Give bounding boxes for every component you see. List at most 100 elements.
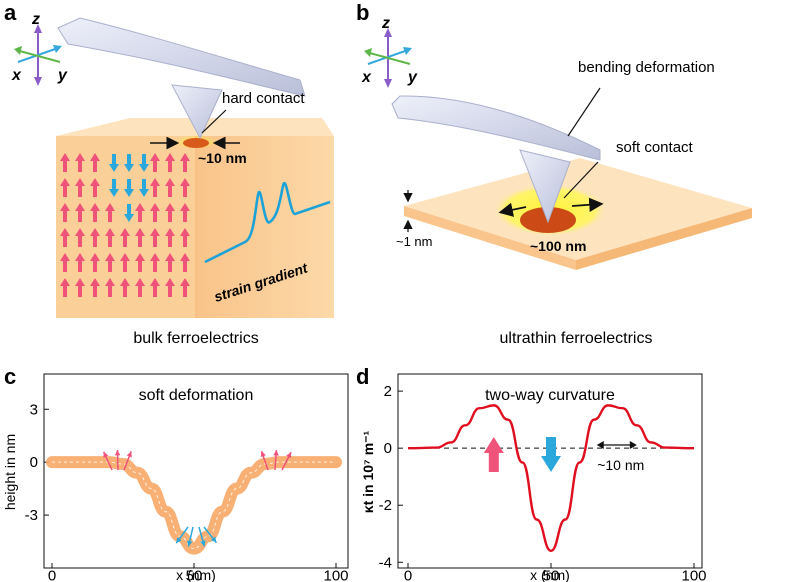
polarization-up-arrow xyxy=(150,153,160,172)
tip-a xyxy=(171,84,223,140)
curvature-line xyxy=(407,404,695,553)
polarization-up-arrow xyxy=(180,153,190,172)
polarization-up-arrow xyxy=(105,203,115,222)
soft-contact-label: soft contact xyxy=(616,139,694,156)
chart-d-ylabel: κt in 10⁷ m⁻¹ xyxy=(360,430,376,513)
panel-letter-d: d xyxy=(356,364,369,389)
polarization-down-arrow xyxy=(124,204,134,222)
polarization-up-arrow xyxy=(60,178,70,197)
chart-c-xlabel: x (nm) xyxy=(176,567,216,582)
polarization-up-arrow xyxy=(60,253,70,272)
polarization-up-arrow xyxy=(75,203,85,222)
strain-gradient-curve xyxy=(204,181,331,264)
caption-a: bulk ferroelectrics xyxy=(133,330,258,347)
hard-contact-spot xyxy=(183,138,209,148)
tip-b xyxy=(519,149,571,224)
plot-frame-d xyxy=(397,373,703,569)
panel-letter-c: c xyxy=(4,364,16,389)
x-tick-label: 50 xyxy=(186,567,203,582)
axis-gizmo-b: z x y xyxy=(361,15,418,88)
axis-y-label-b: y xyxy=(407,69,418,86)
normal-arrowhead xyxy=(114,450,121,456)
axis-z-label-b: z xyxy=(381,15,390,32)
x-tick-label: 100 xyxy=(681,567,706,582)
axis-gizmo-a: z x y xyxy=(11,11,68,86)
contact-size-a: ~10 nm xyxy=(198,150,247,166)
polarization-up-arrow xyxy=(75,153,85,172)
normal-arrowhead xyxy=(200,540,206,547)
cube-front-right xyxy=(196,136,334,318)
polarization-up-arrow xyxy=(75,228,85,247)
polarization-up-arrow xyxy=(120,253,130,272)
y-tick-label: 3 xyxy=(30,401,38,418)
y-tick-label: 0 xyxy=(30,454,38,471)
x-tick-label: 0 xyxy=(404,567,412,582)
chart-c-ylabel: height in nm xyxy=(2,434,18,510)
polarization-up-arrow xyxy=(150,178,160,197)
chart-c-title: soft deformation xyxy=(139,387,254,404)
axis-x-label-b: x xyxy=(361,69,372,86)
polarization-up-arrow xyxy=(90,228,100,247)
annotation-arrowhead xyxy=(596,441,604,449)
annotation-label: ~10 nm xyxy=(597,457,644,473)
axis-y-label: y xyxy=(57,67,68,84)
axis-x-label: x xyxy=(11,67,22,84)
normal-arrowhead xyxy=(286,452,292,459)
polarization-down-arrow xyxy=(139,179,149,197)
polarization-up-arrow xyxy=(180,278,190,297)
polarization-up-arrow xyxy=(105,253,115,272)
afm-tip-b xyxy=(391,95,601,224)
caption-b: ultrathin ferroelectrics xyxy=(500,330,653,347)
y-tick-label: -3 xyxy=(25,507,38,524)
polarization-up-arrow xyxy=(135,203,145,222)
polarization-up-arrow xyxy=(165,278,175,297)
polarization-down-arrows xyxy=(109,154,149,222)
x-tick-label: 50 xyxy=(543,567,560,582)
normal-arrowhead xyxy=(187,540,193,547)
deformation-band xyxy=(46,456,342,555)
annotation-arrowhead xyxy=(629,441,637,449)
panel-a: a z x y xyxy=(4,0,334,347)
polarization-down-arrow xyxy=(139,154,149,172)
normal-arrowhead xyxy=(103,451,109,458)
deformation-centerline xyxy=(51,461,336,550)
polarization-up-arrow xyxy=(60,153,70,172)
polarization-up-arrow xyxy=(60,228,70,247)
polarization-up-arrow xyxy=(150,278,160,297)
polarization-up-arrow xyxy=(105,228,115,247)
normal-arrowhead xyxy=(210,536,217,543)
normal-arrowhead xyxy=(176,537,182,544)
polarization-up-arrow xyxy=(165,153,175,172)
polarization-up-arrow xyxy=(135,253,145,272)
polarization-up-arrow xyxy=(150,253,160,272)
polarization-up-arrow xyxy=(483,437,504,472)
polarization-up-arrow xyxy=(90,178,100,197)
y-tick-label: -4 xyxy=(379,554,392,571)
afm-tip-a xyxy=(57,17,306,140)
y-tick-label: 2 xyxy=(384,383,392,400)
polarization-up-arrows xyxy=(60,153,190,297)
chart-d-title: two-way curvature xyxy=(485,387,615,404)
polarization-down-arrow xyxy=(109,179,119,197)
panel-letter-a: a xyxy=(4,0,17,25)
polarization-up-arrow xyxy=(135,228,145,247)
polarization-down-arrow xyxy=(124,154,134,172)
polarization-up-arrow xyxy=(75,253,85,272)
polarization-up-arrow xyxy=(90,203,100,222)
axis-z-label: z xyxy=(31,11,40,28)
polarization-up-arrow xyxy=(75,178,85,197)
polarization-up-arrow xyxy=(150,228,160,247)
polarization-up-arrow xyxy=(60,278,70,297)
polarization-up-arrow xyxy=(120,228,130,247)
polarization-up-arrow xyxy=(165,203,175,222)
polarization-up-arrow xyxy=(180,178,190,197)
y-tick-label: -2 xyxy=(379,497,392,514)
polarization-up-arrow xyxy=(165,228,175,247)
polarization-up-arrow xyxy=(180,203,190,222)
polarization-up-arrow xyxy=(105,278,115,297)
